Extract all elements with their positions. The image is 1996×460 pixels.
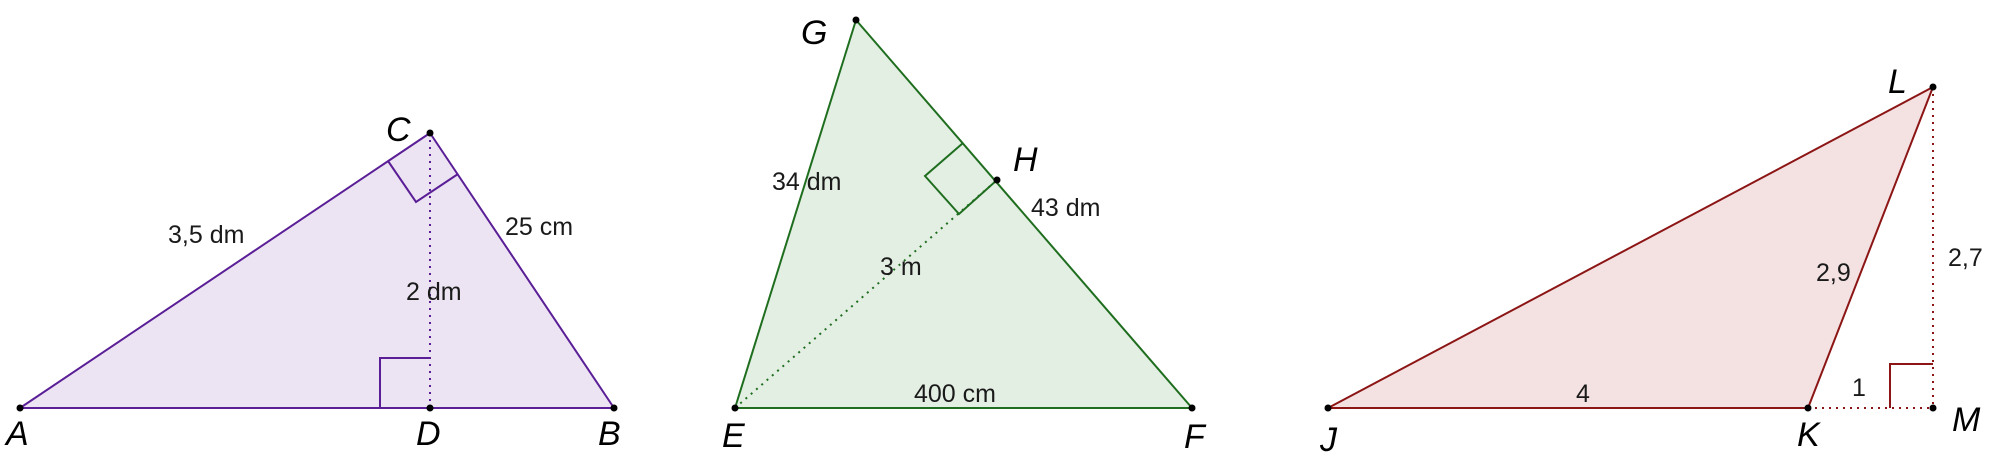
point-l bbox=[1929, 83, 1937, 91]
side-jl bbox=[1327, 86, 1934, 409]
label-c: C bbox=[386, 111, 411, 149]
point-c bbox=[426, 129, 434, 137]
label-l: L bbox=[1888, 63, 1907, 101]
label-m: M bbox=[1952, 401, 1981, 439]
point-m bbox=[1929, 404, 1937, 412]
point-k bbox=[1804, 404, 1812, 412]
label-d: D bbox=[416, 415, 441, 453]
triangle-abc: A B C D 3,5 dm 25 cm 2 dm bbox=[4, 111, 621, 453]
side-cb bbox=[429, 132, 615, 409]
side-gf bbox=[855, 19, 1193, 409]
point-a bbox=[16, 404, 24, 412]
point-d bbox=[426, 404, 434, 412]
triangle-efg-fill bbox=[735, 20, 1192, 408]
length-kl: 2,9 bbox=[1816, 259, 1851, 287]
point-j bbox=[1324, 404, 1332, 412]
length-eh: 3 m bbox=[880, 253, 922, 281]
right-angle-m-marker bbox=[1889, 363, 1933, 408]
label-f: F bbox=[1184, 418, 1207, 455]
length-gf: 43 dm bbox=[1031, 194, 1100, 222]
label-h: H bbox=[1013, 141, 1038, 179]
right-angle-h-marker bbox=[923, 142, 998, 216]
length-km: 1 bbox=[1852, 374, 1866, 402]
length-ef: 400 cm bbox=[914, 380, 996, 408]
triangle-abc-fill bbox=[20, 133, 614, 408]
side-ac bbox=[19, 132, 431, 409]
right-angle-c-marker bbox=[387, 160, 459, 204]
point-h bbox=[993, 176, 1001, 184]
length-lm: 2,7 bbox=[1948, 244, 1983, 272]
length-cd: 2 dm bbox=[406, 278, 462, 306]
length-cb: 25 cm bbox=[505, 213, 573, 241]
triangle-jkl: J K L M 4 2,9 1 2,7 bbox=[1319, 63, 1983, 459]
point-b bbox=[610, 404, 618, 412]
triangle-efg: E F G H 34 dm 43 dm 3 m 400 cm bbox=[722, 14, 1207, 456]
label-k: K bbox=[1797, 416, 1821, 454]
label-e: E bbox=[722, 417, 745, 455]
point-g bbox=[852, 16, 860, 24]
label-j: J bbox=[1319, 421, 1338, 455]
length-ac: 3,5 dm bbox=[168, 221, 244, 249]
length-jk: 4 bbox=[1576, 380, 1590, 408]
label-a: A bbox=[4, 415, 29, 453]
side-kl bbox=[1807, 86, 1934, 409]
right-angle-d-marker bbox=[379, 357, 430, 408]
side-eg bbox=[734, 19, 857, 409]
altitude-eh bbox=[734, 179, 998, 409]
label-b: B bbox=[598, 415, 621, 453]
length-eg: 34 dm bbox=[772, 168, 841, 196]
point-f bbox=[1188, 404, 1196, 412]
point-e bbox=[731, 404, 739, 412]
label-g: G bbox=[801, 14, 827, 52]
